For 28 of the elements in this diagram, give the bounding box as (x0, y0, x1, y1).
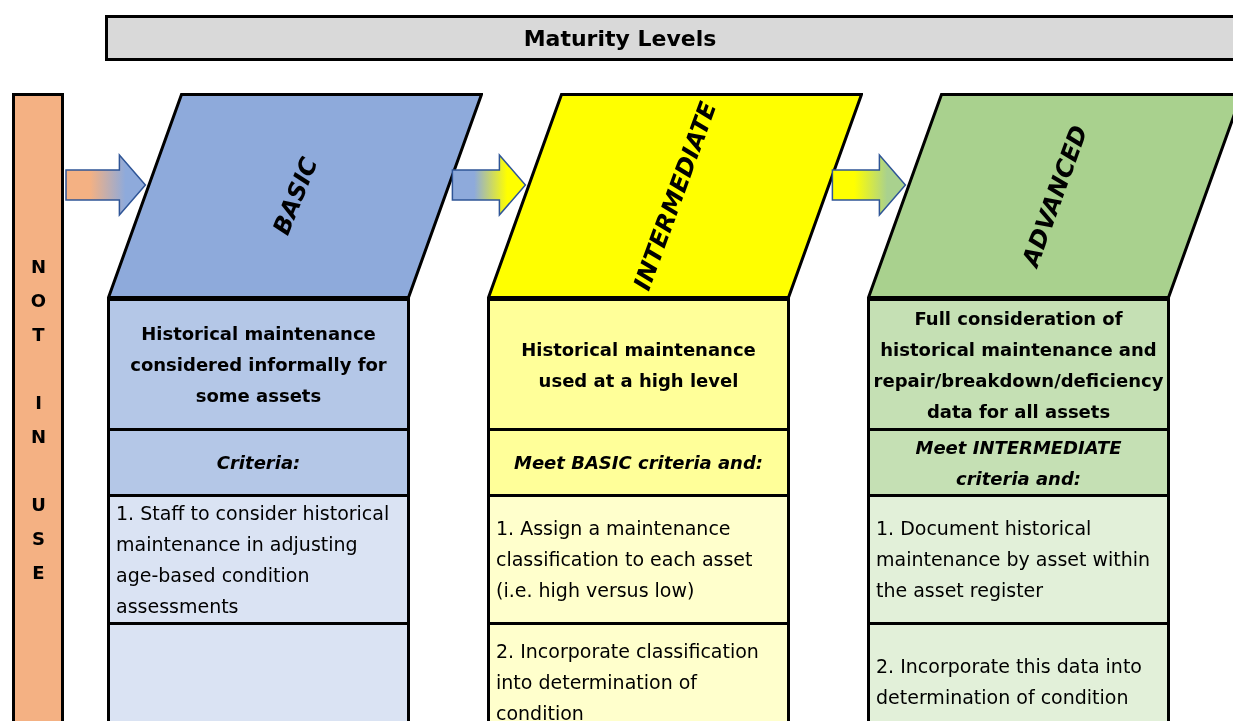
description-cell (107, 298, 410, 431)
description-text: Historical maintenance used at a high level (520, 337, 757, 393)
criterion-text: 1. Assign a maintenance classification to each asset (i.e. high versus low) (496, 516, 754, 603)
description-text: Historical maintenance considered informally for some assets (129, 322, 388, 408)
empty-cell (107, 622, 410, 721)
criteria-heading: Meet BASIC criteria and: (514, 451, 763, 475)
status-label: NOT IN USE (28, 256, 48, 596)
criteria-cell (487, 428, 790, 497)
description-text: Full consideration of historical maintenance and repair/breakdown/deficiency data for all assets (873, 306, 1164, 424)
criteria-cell (867, 428, 1170, 497)
description-cell (487, 298, 790, 431)
criteria-heading: Meet INTERMEDIATE criteria and: (914, 435, 1123, 491)
block-arrow (65, 153, 147, 217)
criterion-text: 1. Document historical maintenance by asset within the asset register (876, 516, 1152, 603)
criterion-cell (487, 622, 790, 721)
status-bar (12, 93, 64, 721)
criterion-text: 2. Incorporate classification into determination of condition (496, 638, 760, 721)
criteria-heading: Criteria: (216, 451, 301, 475)
criterion-cell (867, 622, 1170, 721)
criterion-cell (867, 494, 1170, 625)
criteria-cell (107, 428, 410, 497)
block-arrow (451, 153, 527, 217)
block-arrow (831, 153, 907, 217)
criterion-cell (487, 494, 790, 625)
criterion-cell (107, 494, 410, 625)
criterion-text: 2. Incorporate this data into determination of condition (876, 654, 1143, 710)
criterion-text: 1. Staff to consider historical maintenance in adjusting age-based condition assessments (116, 500, 391, 619)
title: Maturity Levels (523, 24, 717, 53)
